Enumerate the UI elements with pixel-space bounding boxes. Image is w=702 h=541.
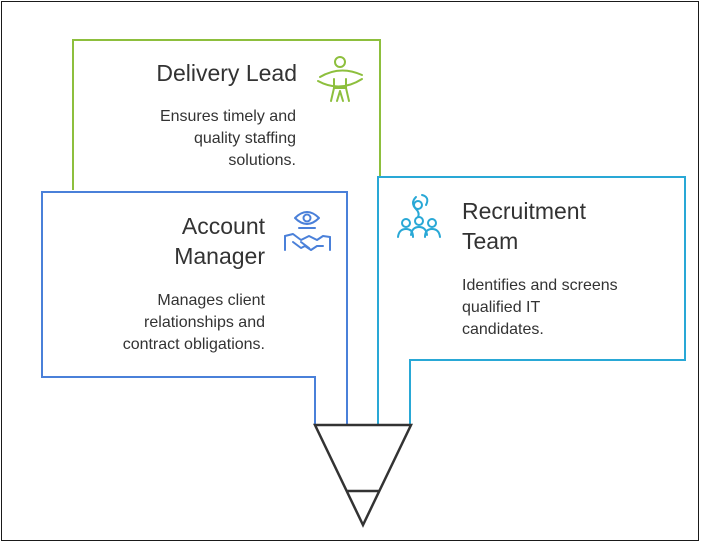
- delivery-lead-desc-line: quality staffing: [194, 130, 296, 147]
- recruitment-team-title-line: Team: [462, 228, 519, 254]
- funnel-shape: [313, 423, 413, 528]
- recruitment-team-desc-line: Identifies and screens: [462, 277, 618, 294]
- account-manager-title-line: Account: [181, 213, 265, 239]
- delivery-lead-box: [72, 39, 381, 190]
- account-manager-desc-line: Manages client: [157, 292, 265, 309]
- recruitment-team-title-line: Recruitment: [462, 198, 586, 224]
- recruitment-team-desc-line: qualified IT: [462, 299, 541, 316]
- recruitment-team-desc-line: candidates.: [462, 321, 544, 338]
- recruitment-team-box: [377, 176, 686, 425]
- account-manager-title-line: Manager: [174, 243, 265, 269]
- recruitment-team-description: Identifies and screens qualified IT cand…: [462, 275, 682, 341]
- recruitment-team-title: Recruitment Team: [462, 196, 672, 256]
- team-people-icon: [397, 194, 441, 238]
- delivery-lead-desc-line: Ensures timely and: [159, 108, 296, 125]
- delivery-lead-title: Delivery Lead: [156, 60, 297, 86]
- account-manager-description: Manages client relationships and contrac…: [60, 290, 265, 356]
- delivery-lead-description: Ensures timely and quality staffing solu…: [90, 106, 296, 172]
- person-hula-hoop-icon: [317, 56, 363, 102]
- account-manager-desc-line: contract obligations.: [122, 336, 265, 353]
- eye-handshake-icon: [284, 211, 331, 251]
- account-manager-title: Account Manager: [100, 211, 265, 271]
- delivery-lead-desc-line: solutions.: [228, 152, 296, 169]
- account-manager-box: [41, 191, 348, 425]
- account-manager-desc-line: relationships and: [144, 314, 265, 331]
